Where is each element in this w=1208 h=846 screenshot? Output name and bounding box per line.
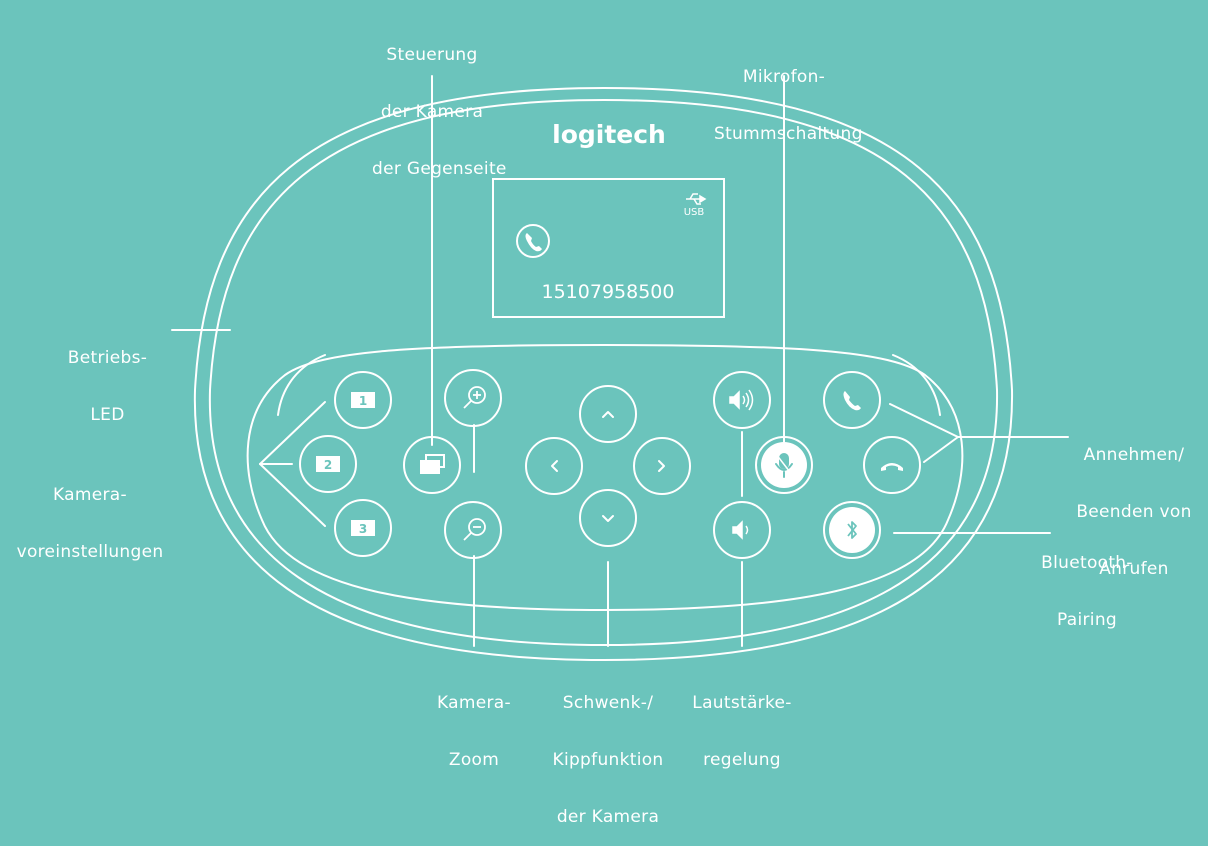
preset-2-button <box>299 435 357 493</box>
volume-up-icon <box>729 389 754 411</box>
label-mic-mute: Mikrofon- Stummschaltung <box>714 67 863 144</box>
far-end-camera-button <box>403 436 461 494</box>
label-camera-presets: Kamera- voreinstellungen <box>16 485 164 562</box>
volume-down-button <box>713 501 771 559</box>
tilt-down-button <box>579 489 637 547</box>
label-answer-end: Annehmen/ Beenden von Anrufen <box>1076 445 1192 579</box>
zoom-out-button <box>444 501 502 559</box>
lcd-screen <box>492 178 725 318</box>
label-camera-zoom: Kamera- Zoom <box>437 693 511 770</box>
bluetooth-icon <box>847 521 857 539</box>
panel-arc-right <box>892 354 941 416</box>
svg-text:3: 3 <box>359 522 367 536</box>
preset-1-button <box>334 371 392 429</box>
screen-phone-icon-ring <box>516 224 550 258</box>
end-call-icon <box>881 463 903 471</box>
bluetooth-button <box>823 501 881 559</box>
usb-icon <box>686 193 707 205</box>
answer-call-icon <box>843 391 861 411</box>
mic-mute-button <box>755 436 813 494</box>
volume-up-button <box>713 371 771 429</box>
zoom-in-button <box>444 369 502 427</box>
zoom-in-icon <box>463 386 486 409</box>
pan-left-button <box>525 437 583 495</box>
usb-label: USB <box>684 207 705 218</box>
screen-phone-number: 15107958500 <box>542 281 675 303</box>
tilt-up-button <box>579 385 637 443</box>
callout-answer-end-1 <box>889 403 959 438</box>
svg-text:1: 1 <box>359 394 367 408</box>
diagram-stage: logitech 15107958500 USB 1 2 3 <box>16 45 1192 827</box>
preset-3-icon: 3 <box>351 520 375 536</box>
chevron-right-icon <box>658 460 665 472</box>
answer-call-button <box>823 371 881 429</box>
chevron-up-icon <box>602 411 614 418</box>
chevron-down-icon <box>602 515 614 522</box>
panel-arc-left <box>277 354 326 416</box>
preset-3-button <box>334 499 392 557</box>
label-power-led: Betriebs- LED <box>67 348 148 425</box>
zoom-out-icon <box>463 518 486 541</box>
preset-2-icon: 2 <box>316 456 340 472</box>
label-pan-tilt: Schwenk-/ Kippfunktion der Kamera <box>552 693 664 827</box>
callout-presets-3 <box>259 463 326 527</box>
end-call-button <box>863 436 921 494</box>
preset-1-icon: 1 <box>351 392 375 408</box>
callout-presets-1 <box>259 401 326 465</box>
pan-right-button <box>633 437 691 495</box>
chevron-left-icon <box>551 460 558 472</box>
far-end-camera-icon <box>420 454 445 474</box>
callout-answer-end-2 <box>923 436 959 463</box>
device-diagram: logitech 15107958500 USB 1 2 3 <box>171 75 1069 662</box>
label-far-end-control: Steuerung der Kamera der Gegenseite <box>372 45 507 179</box>
device-outer-outline <box>193 86 1014 662</box>
screen-phone-icon <box>525 233 542 252</box>
brand-logo: logitech <box>552 120 666 149</box>
label-volume: Lautstärke- regelung <box>692 693 792 770</box>
microphone-muted-icon <box>775 453 794 478</box>
svg-text:2: 2 <box>324 458 332 472</box>
volume-down-icon <box>732 520 749 540</box>
label-bluetooth-pairing: Bluetooth- Pairing <box>1041 553 1133 630</box>
control-panel-outline <box>246 343 964 612</box>
device-inner-outline <box>208 98 999 647</box>
